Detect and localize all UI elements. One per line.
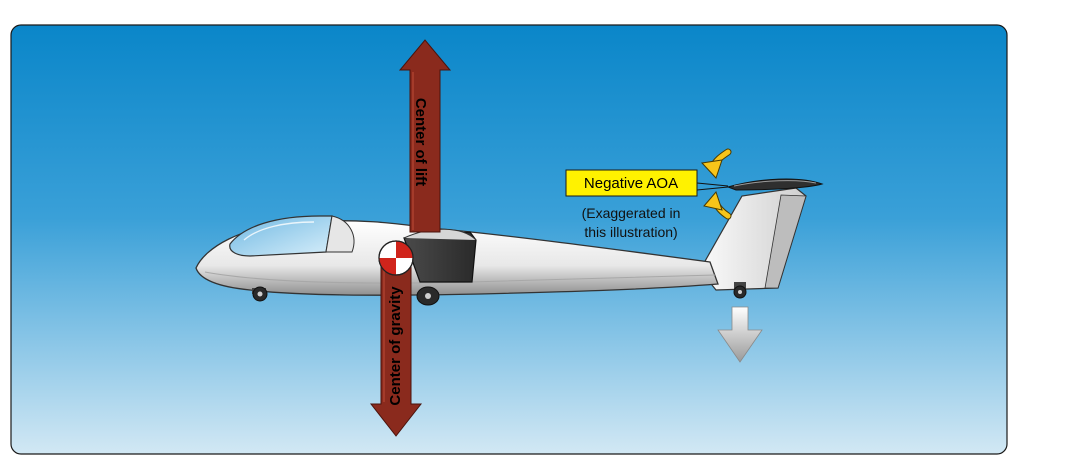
center-of-lift-label: Center of lift xyxy=(412,98,429,186)
center-of-gravity-label: Center of gravity xyxy=(387,286,404,406)
canopy xyxy=(229,215,333,257)
nose-wheel xyxy=(252,286,268,302)
center-of-gravity-symbol xyxy=(378,240,414,276)
tail-wheel xyxy=(733,282,747,299)
horizontal-stabilizer xyxy=(726,178,824,191)
curved-arrow-lower xyxy=(703,191,732,220)
curved-arrow-upper xyxy=(700,148,732,179)
aoa-chord-line xyxy=(696,186,729,191)
tail-down-arrow xyxy=(717,306,763,363)
main-wheel xyxy=(416,286,440,306)
aoa-reference-line xyxy=(696,182,729,187)
aoa-label-box xyxy=(565,169,698,197)
glider xyxy=(195,178,824,306)
exaggerated-note-line2: this illustration) xyxy=(584,224,677,240)
center-of-lift-arrow xyxy=(398,39,452,233)
center-of-gravity-arrow xyxy=(369,261,423,437)
exaggerated-note-line1: (Exaggerated in xyxy=(582,205,681,221)
aoa-label: Negative AOA xyxy=(584,175,678,192)
